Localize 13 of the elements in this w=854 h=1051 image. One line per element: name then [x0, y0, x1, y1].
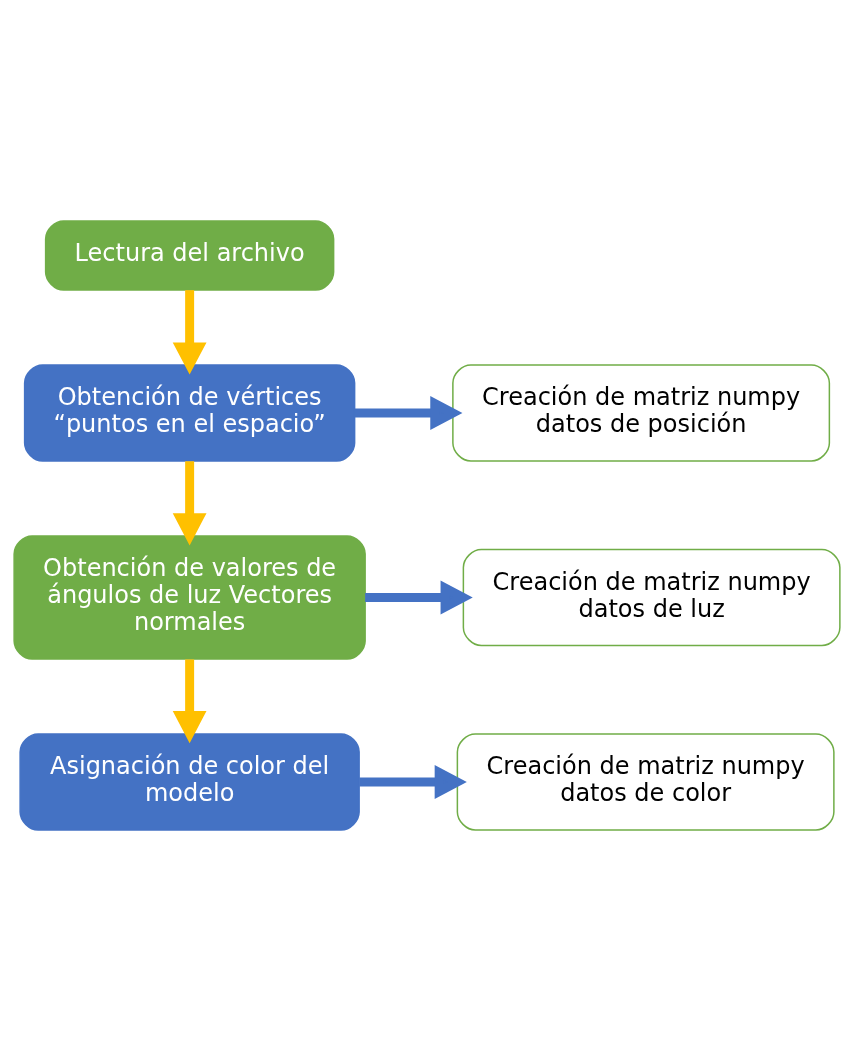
node-box: Obtención de vértices “puntos en el espacio”: [23, 364, 356, 462]
node-box: Creación de matriz numpy datos de luz: [462, 548, 841, 647]
arrow: [172, 461, 207, 546]
node-box: Creación de matriz numpy datos de color: [456, 733, 835, 831]
arrow: [359, 765, 467, 799]
arrow: [172, 290, 207, 375]
node-box: Creación de matriz numpy datos de posición: [452, 364, 831, 462]
arrow: [172, 659, 207, 744]
node-box: Obtención de valores de ángulos de luz Vectores normales: [13, 535, 366, 660]
arrow: [365, 580, 473, 615]
node-box: Lectura del archivo: [44, 220, 335, 291]
arrow: [354, 396, 463, 430]
node-box: Asignación de color del modelo: [19, 733, 360, 831]
